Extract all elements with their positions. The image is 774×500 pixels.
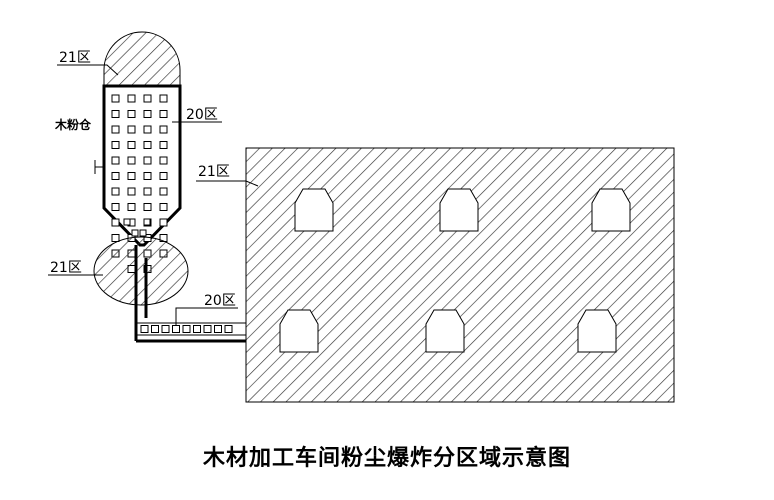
workshop-machine xyxy=(439,188,479,232)
conveyor-zone-leader xyxy=(175,307,238,325)
silo-grid-square xyxy=(111,234,120,242)
workshop-machine xyxy=(591,188,631,232)
silo-grid-square xyxy=(143,156,152,165)
silo-grid-square xyxy=(111,218,120,227)
silo-grid-square xyxy=(159,94,168,103)
conveyor-grid-square xyxy=(214,325,222,333)
silo-grid-square xyxy=(127,203,136,211)
conveyor-grid-squares xyxy=(140,325,233,333)
silo-grid-square xyxy=(143,110,152,118)
silo-body-zone-label: 20区 xyxy=(186,107,218,123)
workshop-machine xyxy=(294,188,334,232)
workshop-machine xyxy=(425,309,465,353)
conveyor-grid-square xyxy=(203,325,212,333)
workshop-zone21-area xyxy=(245,147,675,403)
silo-grid-square xyxy=(127,141,136,149)
silo-grid-square xyxy=(143,94,152,103)
silo-grid-square xyxy=(143,218,151,226)
silo-grid-square xyxy=(111,125,120,134)
conveyor-zone-label: 20区 xyxy=(204,293,236,309)
workshop-zone-leader xyxy=(196,180,259,187)
outlet-pipe xyxy=(134,245,148,325)
silo-grid-square xyxy=(159,218,168,227)
diagram-caption: 木材加工车间粉尘爆炸分区域示意图 xyxy=(202,446,571,471)
silo-grid-square xyxy=(159,125,168,134)
conveyor-grid-square xyxy=(151,325,159,333)
silo xyxy=(94,31,182,273)
silo-grid-square xyxy=(111,187,120,196)
workshop-machine xyxy=(279,309,319,353)
silo-grid-square xyxy=(127,156,136,165)
silo-grid-square xyxy=(111,110,120,118)
silo-grid-square xyxy=(143,172,152,180)
silo-grid-square xyxy=(159,110,168,118)
silo-top-zone21-dome xyxy=(103,31,181,87)
silo-grid-square xyxy=(159,187,168,196)
outlet-zone-label: 21区 xyxy=(50,260,82,276)
silo-grid-square xyxy=(159,156,168,165)
conveyor-grid-square xyxy=(182,325,191,333)
silo-grid-square xyxy=(159,141,168,149)
workshop-machine xyxy=(577,309,617,353)
silo-grid-square xyxy=(127,110,136,118)
silo-grid-square xyxy=(143,187,152,196)
silo-grid-square xyxy=(127,187,136,196)
silo-grid-square xyxy=(139,229,147,237)
silo-grid-square xyxy=(127,125,136,134)
silo-grid-square xyxy=(111,94,120,103)
conveyor-grid-square xyxy=(172,325,180,333)
silo-grid-square xyxy=(159,203,168,211)
silo-top-zone-label: 21区 xyxy=(59,50,91,66)
silo-grid-square xyxy=(159,172,168,180)
silo-name-label: 木粉仓 xyxy=(54,117,92,132)
conveyor-grid-square xyxy=(140,325,149,333)
zone-labels: 21区 木粉仓 20区 21区 21区 20区 xyxy=(48,50,259,325)
conveyor-grid-square xyxy=(161,325,170,333)
silo-grid-square xyxy=(143,203,152,211)
conveyor-grid-square xyxy=(193,325,201,333)
silo-grid-square xyxy=(111,172,120,180)
silo-grid-square xyxy=(143,141,152,149)
silo-grid-square xyxy=(111,141,120,149)
silo-top-zone-leader xyxy=(57,64,119,76)
silo-grid-square xyxy=(123,218,131,226)
conveyor xyxy=(134,322,246,343)
workshop-zone-label: 21区 xyxy=(198,164,230,180)
silo-grid-square xyxy=(111,156,120,165)
conveyor-grid-square xyxy=(224,325,233,333)
silo-grid-square xyxy=(111,203,120,211)
outlet-zone21-ellipse xyxy=(93,236,189,306)
silo-grid-square xyxy=(127,94,136,103)
silo-grid-square xyxy=(127,172,136,180)
silo-grid-square xyxy=(143,125,152,134)
silo-grid-square xyxy=(131,229,139,237)
workshop-machines xyxy=(279,188,631,353)
